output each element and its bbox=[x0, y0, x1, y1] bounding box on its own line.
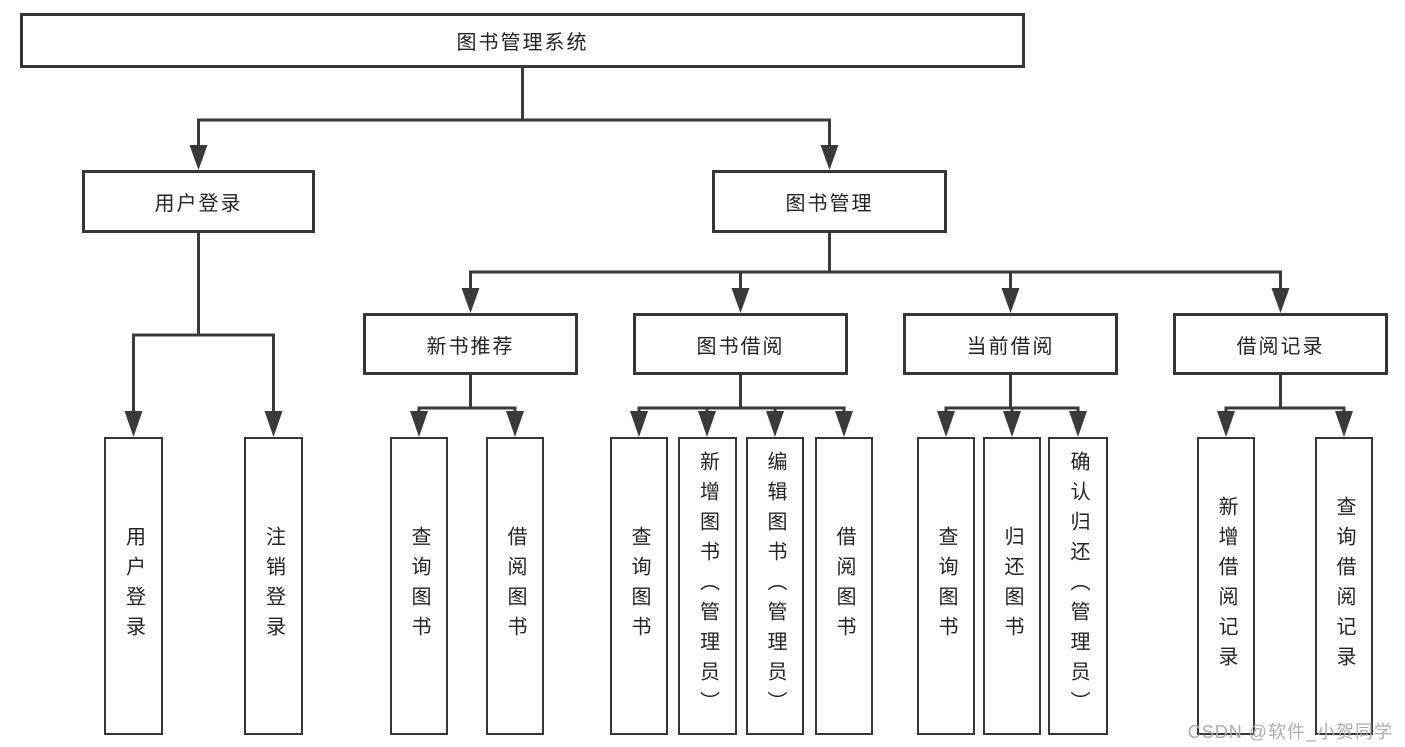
leaf-label: 查询图书 bbox=[408, 526, 430, 646]
node-user-login: 用户登录 bbox=[82, 170, 315, 233]
leaf-add-books-admin: 新增图书（管理员） bbox=[678, 437, 737, 735]
leaf-logout: 注销登录 bbox=[244, 437, 303, 735]
leaf-borrow-books: 借阅图书 bbox=[815, 437, 873, 735]
leaf-label: 编辑图书（管理员） bbox=[764, 451, 786, 721]
leaf-query-books-recommend: 查询图书 bbox=[390, 437, 448, 735]
leaf-label: 用户登录 bbox=[122, 526, 145, 646]
leaf-confirm-return-admin: 确认归还（管理员） bbox=[1048, 437, 1108, 735]
leaf-query-books-borrow: 查询图书 bbox=[610, 437, 668, 735]
node-new-book-recommend: 新书推荐 bbox=[363, 313, 578, 375]
leaf-label: 归还图书 bbox=[1001, 526, 1023, 646]
node-library-system: 图书管理系统 bbox=[20, 13, 1025, 68]
leaf-user-login: 用户登录 bbox=[104, 437, 163, 735]
leaf-query-books-current: 查询图书 bbox=[917, 437, 975, 735]
node-book-management: 图书管理 bbox=[712, 170, 947, 233]
node-current-borrow: 当前借阅 bbox=[903, 313, 1118, 375]
leaf-label: 查询借阅记录 bbox=[1333, 496, 1355, 676]
leaf-label: 确认归还（管理员） bbox=[1067, 451, 1089, 721]
leaf-label: 查询图书 bbox=[628, 526, 650, 646]
leaf-return-books: 归还图书 bbox=[983, 437, 1041, 735]
leaf-borrow-books-recommend: 借阅图书 bbox=[486, 437, 544, 735]
leaf-label: 新增借阅记录 bbox=[1215, 496, 1237, 676]
leaf-add-borrow-record: 新增借阅记录 bbox=[1197, 437, 1255, 735]
leaf-label: 借阅图书 bbox=[833, 526, 855, 646]
leaf-label: 注销登录 bbox=[262, 526, 285, 646]
node-borrow-records: 借阅记录 bbox=[1173, 313, 1388, 375]
leaf-label: 新增图书（管理员） bbox=[696, 451, 719, 721]
csdn-watermark: CSDN @软件_小贺同学 bbox=[1187, 722, 1393, 742]
node-book-borrow: 图书借阅 bbox=[633, 313, 848, 375]
leaf-label: 借阅图书 bbox=[504, 526, 526, 646]
leaf-edit-books-admin: 编辑图书（管理员） bbox=[746, 437, 804, 735]
leaf-label: 查询图书 bbox=[935, 526, 957, 646]
arrowheads bbox=[124, 145, 1353, 437]
leaf-query-borrow-record: 查询借阅记录 bbox=[1315, 437, 1373, 735]
